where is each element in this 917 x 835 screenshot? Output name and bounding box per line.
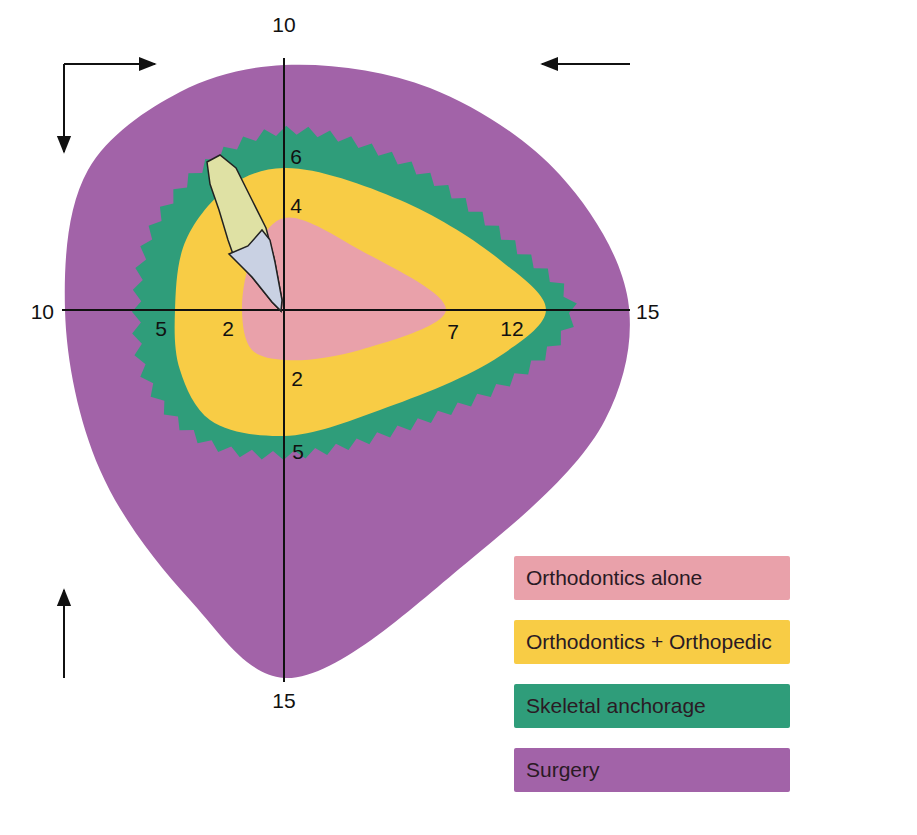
axis-value: 2 [222,318,234,339]
axis-value: 5 [292,441,304,462]
legend-text: Orthodontics alone [526,566,702,590]
legend-swatch: Skeletal anchorage [514,684,790,728]
axis-value: 15 [272,690,295,711]
legend-swatch: Surgery [514,748,790,792]
legend-swatch: Orthodontics + Orthopedic [514,620,790,664]
axis-value: 12 [500,318,523,339]
skeletal-anchorage-region [132,126,577,460]
axis-value: 2 [291,368,303,389]
incisor-tooth [207,155,282,311]
axis-value: 10 [272,14,295,35]
axis-value: 10 [31,301,54,322]
axis-value: 6 [290,146,302,167]
legend-swatch: Orthodontics alone [514,556,790,600]
axis-value: 4 [290,195,302,216]
legend-text: Skeletal anchorage [526,694,706,718]
axis-value: 7 [447,321,459,342]
legend-text: Orthodontics + Orthopedic [526,630,772,654]
legend-text: Surgery [526,758,600,782]
axis-value: 5 [155,318,167,339]
axis-value: 15 [636,301,659,322]
